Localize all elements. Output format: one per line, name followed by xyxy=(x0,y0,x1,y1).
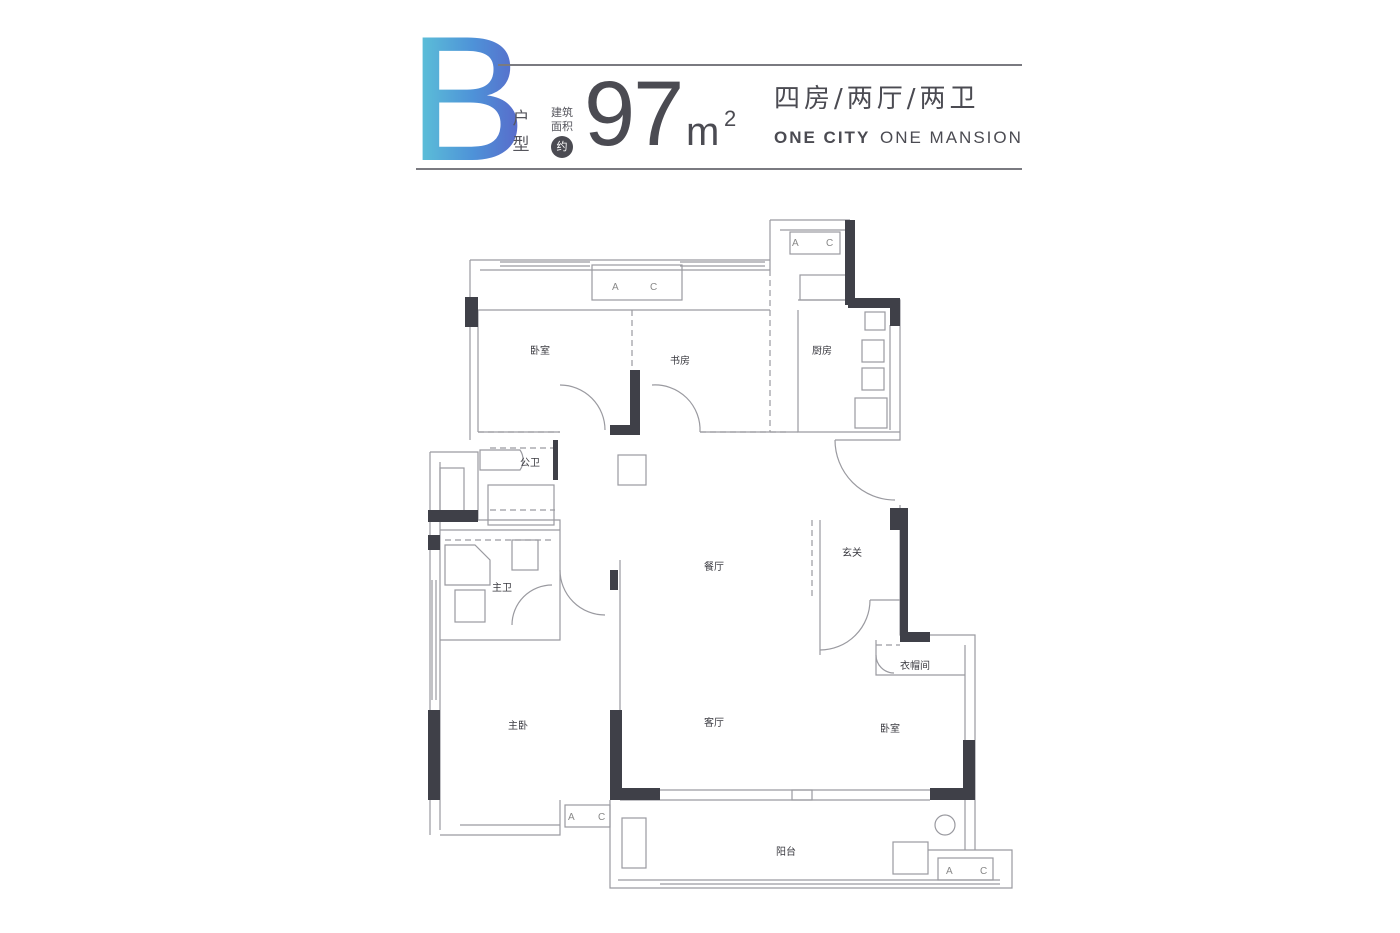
ac-label-c: C xyxy=(650,282,657,293)
approx-badge: 约 xyxy=(551,136,573,158)
room-label-public-bath: 公卫 xyxy=(520,458,540,469)
room-label-bedroom-north: 卧室 xyxy=(530,344,550,357)
area-unit: m xyxy=(686,110,720,154)
area-unit-superscript: 2 xyxy=(724,106,737,131)
ac-label-a: A xyxy=(946,866,953,877)
room-label-cloakroom: 衣帽间 xyxy=(900,659,930,672)
room-label-study: 书房 xyxy=(670,354,690,367)
room-label-kitchen: 厨房 xyxy=(812,344,832,357)
area-label-text: 建筑面积 xyxy=(551,106,573,133)
unit-letter: B xyxy=(408,0,527,198)
room-label-bedroom-south: 卧室 xyxy=(880,722,900,735)
header: B 户型 建筑面积 约 97 m 2 四房/两厅/两卫 ONE CITY ONE… xyxy=(0,0,1400,200)
rooms-summary: 四房/两厅/两卫 xyxy=(774,84,980,114)
slogan-light: ONE MANSION xyxy=(880,128,1023,147)
slogan-bold: ONE CITY xyxy=(774,128,871,147)
room-label-entrance: 玄关 xyxy=(842,546,862,559)
unit-type-label: 户型 xyxy=(512,109,530,155)
room-label-balcony: 阳台 xyxy=(776,845,796,858)
thin-walls xyxy=(429,219,1013,889)
room-labels: 卧室 书房 厨房 公卫 主卫 餐厅 玄关 衣帽间 主卧 客厅 卧室 阳台 xyxy=(492,344,930,858)
header-rule-top xyxy=(498,64,1022,66)
structural-walls xyxy=(428,220,975,800)
room-label-master-bedroom: 主卧 xyxy=(508,719,528,732)
area-label: 建筑面积 约 xyxy=(548,106,576,158)
ac-label-a: A xyxy=(792,238,799,249)
room-label-dining: 餐厅 xyxy=(704,560,724,573)
ac-label-c: C xyxy=(980,866,987,877)
header-rule-bottom xyxy=(416,168,1022,170)
room-label-living: 客厅 xyxy=(704,716,724,729)
ac-label-a: A xyxy=(568,812,575,823)
ac-label-a: A xyxy=(612,282,619,293)
ac-label-c: C xyxy=(826,238,833,249)
ac-label-c: C xyxy=(598,812,605,823)
room-label-master-bath: 主卫 xyxy=(492,582,512,594)
ac-unit-labels: A C A C A C A C xyxy=(568,238,987,877)
area-value: 97 xyxy=(584,63,684,165)
